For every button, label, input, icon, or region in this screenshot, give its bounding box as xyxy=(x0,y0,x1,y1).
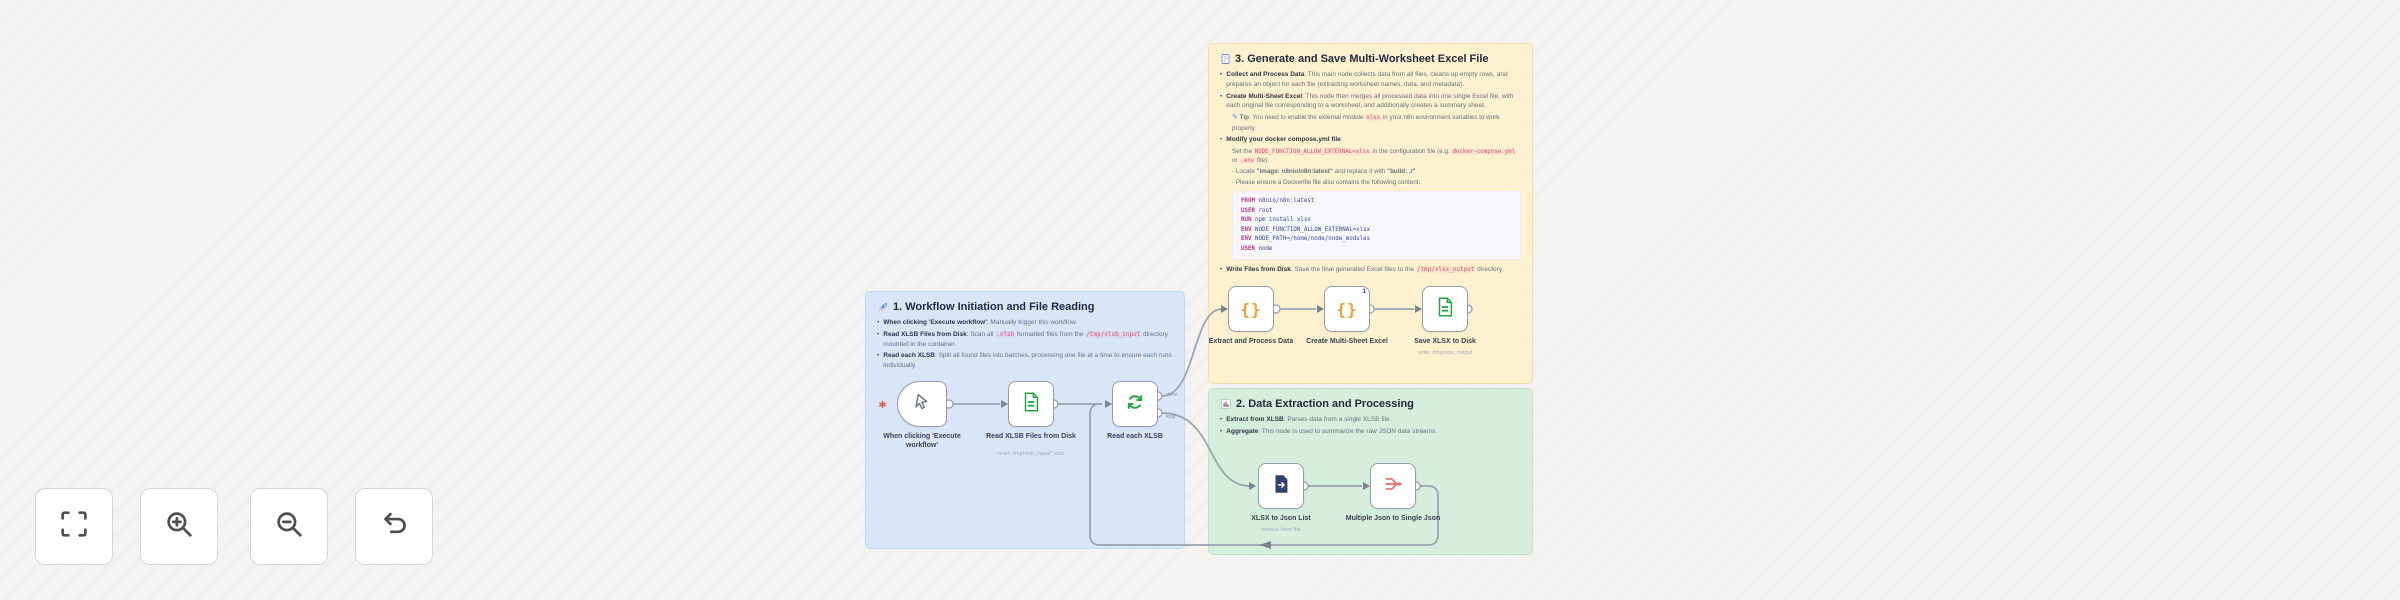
zoom-in-icon xyxy=(162,507,196,546)
zoom-in-button[interactable] xyxy=(140,488,218,565)
output-label-done: done xyxy=(1166,392,1178,398)
node-label: Create Multi-Sheet Excel xyxy=(1306,338,1388,345)
note-title: 3. Generate and Save Multi-Worksheet Exc… xyxy=(1220,53,1521,65)
zoom-to-fit-button[interactable] xyxy=(35,488,113,565)
reset-zoom-button[interactable] xyxy=(355,488,433,565)
node-xlsx-to-json-list[interactable] xyxy=(1258,463,1304,509)
file-navy-icon xyxy=(1270,473,1292,500)
note-title: 1. Workflow Initiation and File Reading xyxy=(877,301,1173,313)
note-bullet: •Write Files from Disk: Save the final g… xyxy=(1220,266,1504,274)
note-tip: ✎ Tip: You need to enable the external m… xyxy=(1232,114,1500,132)
note-bullet: •When clicking 'Execute workflow': Manua… xyxy=(877,319,1078,326)
note-bullet: •Aggregate: This node is used to summari… xyxy=(1220,427,1438,435)
file-green-icon xyxy=(1020,391,1042,418)
rocket-icon xyxy=(877,301,889,313)
node-aggregate-json[interactable] xyxy=(1370,463,1416,509)
node-create-multisheet-excel[interactable]: {} 1 xyxy=(1324,286,1370,332)
aggregate-icon xyxy=(1382,473,1404,500)
note-title-text: 1. Workflow Initiation and File Reading xyxy=(893,301,1095,313)
note-title: 2. Data Extraction and Processing xyxy=(1220,398,1521,410)
note-subline: Set the NODE_FUNCTION_ALLOW_EXTERNAL=xls… xyxy=(1232,147,1517,165)
node-read-xlsb-files[interactable] xyxy=(1008,381,1054,427)
items-count-badge: 1 xyxy=(1362,288,1366,295)
note-subline: - Please ensure a Dockerfile file also c… xyxy=(1232,178,1421,186)
node-save-xlsx-to-disk[interactable] xyxy=(1422,286,1468,332)
node-label: When clicking 'Execute workflow' xyxy=(883,433,961,449)
node-manual-trigger[interactable] xyxy=(897,381,947,427)
zoom-out-button[interactable] xyxy=(250,488,328,565)
issue-indicator-icon xyxy=(878,396,887,414)
node-read-each-xlsb-loop[interactable] xyxy=(1112,381,1158,427)
loop-icon xyxy=(1124,391,1146,418)
note-bullet: •Read each XLSB: Split all found files i… xyxy=(877,352,1172,370)
note-title-text: 3. Generate and Save Multi-Worksheet Exc… xyxy=(1235,53,1489,65)
pencil-icon: ✎ xyxy=(1232,114,1238,121)
file-green-icon xyxy=(1434,296,1456,323)
document-icon xyxy=(1220,53,1231,65)
node-label: Multiple Json to Single Json xyxy=(1345,515,1441,522)
undo-icon xyxy=(377,507,411,546)
node-label: Extract and Process Data xyxy=(1208,338,1294,345)
zoom-out-icon xyxy=(272,507,306,546)
note-title-text: 2. Data Extraction and Processing xyxy=(1236,398,1414,410)
node-subtitle: read: /tmp/xlsb_input/*.xlsb xyxy=(997,451,1065,457)
dockerfile-code-block: FROM n8nio/n8n:latest USER root RUN npm … xyxy=(1232,190,1521,261)
output-label-loop: loop xyxy=(1166,414,1176,420)
code-braces-icon: {} xyxy=(1240,299,1262,319)
node-label: Read each XLSB xyxy=(1107,433,1163,440)
sticky-note-generate-excel[interactable]: 3. Generate and Save Multi-Worksheet Exc… xyxy=(1208,43,1533,384)
wire-arrow xyxy=(1259,541,1271,549)
note-subline: - Locate "image: n8nio/n8n:latest" and r… xyxy=(1232,168,1416,176)
note-bullet: •Extract from XLSB: Parses data from a s… xyxy=(1220,416,1392,423)
note-bullet: •Create Multi-Sheet Excel: This node the… xyxy=(1220,92,1514,110)
note-bullet: •Read XLSB Files from Disk: Scan all .xl… xyxy=(877,330,1168,348)
fit-view-icon xyxy=(57,507,91,546)
node-subtitle: extract: from file xyxy=(1261,527,1301,533)
bar-chart-icon xyxy=(1220,398,1232,410)
node-label: Read XLSB Files from Disk xyxy=(986,433,1076,440)
note-bullet: •Collect and Process Data: This main nod… xyxy=(1220,71,1508,88)
node-extract-process-data[interactable]: {} xyxy=(1228,286,1274,332)
code-braces-icon: {} xyxy=(1336,299,1358,319)
note-bullet: •Modify your docker compose.yml file: xyxy=(1220,135,1343,143)
node-label: Save XLSX to Disk xyxy=(1414,338,1476,345)
node-subtitle: write: /tmp/xlsx_output xyxy=(1417,350,1473,356)
cursor-icon xyxy=(911,391,933,418)
node-label: XLSX to Json List xyxy=(1251,515,1311,522)
